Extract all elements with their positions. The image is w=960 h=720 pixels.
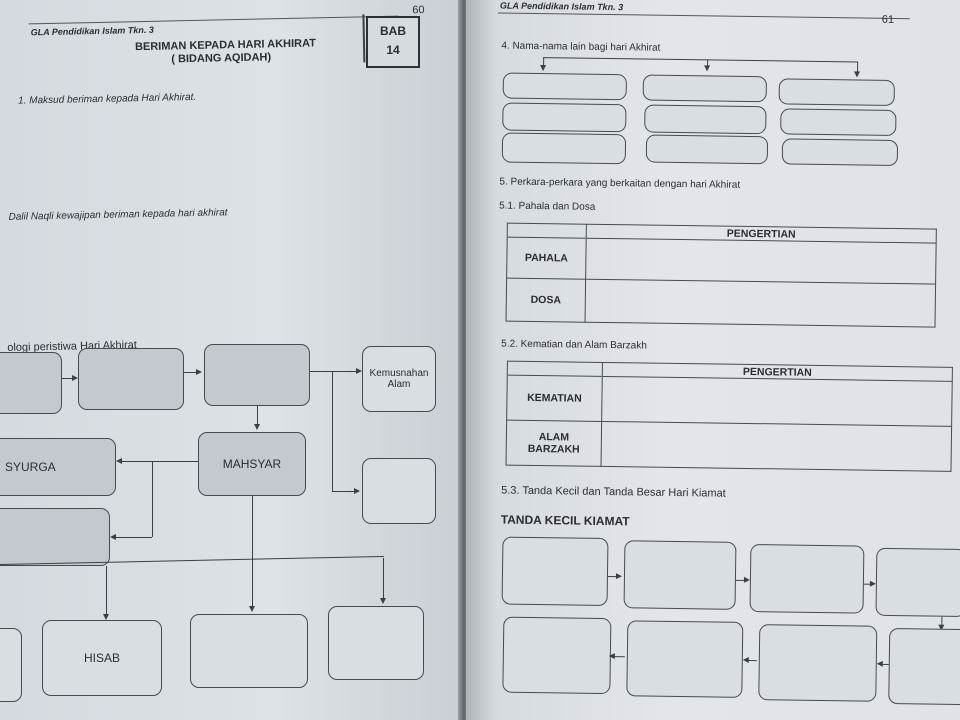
right-page: GLA Pendidikan Islam Tkn. 3 61 4. Nama-n… — [466, 0, 960, 720]
arrow-right-icon — [356, 368, 362, 374]
arrow-right-icon — [354, 488, 360, 494]
name-box-2[interactable] — [642, 74, 767, 103]
flow-connector — [257, 406, 259, 428]
name-box-9[interactable] — [781, 138, 899, 167]
hisab-label: HISAB — [83, 651, 120, 665]
arrow-down-icon — [103, 614, 109, 620]
arrow-left-icon — [876, 660, 883, 667]
flow-connector — [62, 378, 74, 380]
flow-connector — [383, 558, 385, 600]
flow-connector — [120, 461, 198, 463]
arrow-left-icon — [116, 458, 122, 464]
flow-connector — [184, 372, 198, 374]
row-label-pahala: PAHALA — [506, 237, 587, 280]
name-box-6[interactable] — [780, 108, 897, 137]
name-box-3[interactable] — [778, 78, 895, 106]
syurga-label: SYURGA — [5, 460, 56, 474]
row-label-alam-barzakh: ALAM BARZAKH — [506, 420, 602, 467]
row-label-kematian: KEMATIAN — [506, 375, 603, 422]
question-4: 4. Nama-nama lain bagi hari Akhirat — [501, 40, 661, 54]
answer-cell[interactable] — [601, 421, 952, 472]
tanda-box-6[interactable] — [758, 624, 878, 702]
kemusnahan-label: Kemusnahan Alam — [369, 368, 429, 390]
answer-cell[interactable] — [585, 279, 936, 328]
tanda-box-1[interactable] — [501, 536, 609, 607]
arrow-right-icon — [196, 369, 202, 375]
arrow-right-icon — [72, 375, 78, 381]
tanda-kecil-heading: TANDA KECIL KIAMAT — [500, 512, 630, 529]
arrow-left-icon — [608, 653, 615, 660]
bab-box: BAB 14 — [366, 16, 420, 68]
flow-box-3[interactable] — [204, 344, 310, 406]
name-box-7[interactable] — [501, 132, 627, 165]
answer-cell[interactable] — [585, 238, 937, 285]
flow-connector — [252, 496, 254, 608]
right-page-number: 61 — [881, 13, 895, 26]
flow-box-mahsyar[interactable]: MAHSYAR — [198, 432, 306, 496]
flow-connector — [152, 461, 154, 537]
flow-connector — [114, 537, 152, 539]
kematian-barzakh-table: PENGERTIAN KEMATIAN ALAM BARZAKH — [506, 361, 953, 472]
question-1: 1. Maksud beriman kepada Hari Akhirat. — [18, 91, 197, 107]
mahsyar-label: MAHSYAR — [222, 457, 282, 471]
flow-box-bottom-4[interactable] — [328, 606, 424, 680]
tanda-box-2[interactable] — [623, 540, 737, 610]
header-rule — [497, 12, 910, 20]
arrow-down-icon — [254, 424, 260, 430]
flow-box-1[interactable] — [0, 352, 62, 414]
flow-connector — [310, 371, 358, 373]
question-2: Dalil Naqli kewajipan beriman kepada har… — [8, 207, 228, 223]
flow-connector — [735, 579, 744, 582]
flow-box-bottom-3[interactable] — [190, 614, 308, 688]
flow-box-empty-right[interactable] — [362, 458, 436, 524]
flow-box-kemusnahan[interactable]: Kemusnahan Alam — [362, 346, 436, 412]
flow-box-bottom-1[interactable] — [0, 628, 22, 702]
arrow-down-icon — [853, 71, 861, 78]
arrow-left-icon — [742, 656, 749, 664]
bab-number: 14 — [386, 43, 400, 57]
tanda-box-8[interactable] — [502, 616, 612, 695]
flow-box-neraka[interactable] — [0, 508, 110, 566]
arrow-down-icon — [540, 65, 547, 72]
flow-box-2[interactable] — [78, 348, 184, 410]
right-page-header: GLA Pendidikan Islam Tkn. 3 — [499, 0, 624, 13]
flow-box-hisab[interactable]: HISAB — [42, 620, 162, 696]
tanda-box-4[interactable] — [875, 547, 960, 618]
question-5-3: 5.3. Tanda Kecil dan Tanda Besar Hari Ki… — [501, 484, 726, 500]
flow-connector — [332, 491, 356, 493]
flow-connector — [106, 566, 108, 616]
arrow-down-icon — [704, 65, 711, 72]
left-page: GLA Pendidikan Islam Tkn. 3 60 BERIMAN K… — [0, 0, 462, 720]
pahala-dosa-table: PENGERTIAN PAHALA DOSA — [506, 223, 937, 328]
name-box-4[interactable] — [502, 102, 627, 133]
tanda-box-3[interactable] — [749, 544, 865, 614]
title-divider — [362, 14, 366, 63]
name-box-1[interactable] — [502, 72, 627, 101]
answer-cell[interactable] — [601, 376, 953, 427]
names-bracket — [543, 57, 858, 63]
tanda-box-7[interactable] — [626, 620, 744, 698]
flow-box-syurga[interactable]: SYURGA — [0, 438, 116, 496]
name-box-8[interactable] — [645, 134, 769, 165]
question-5-1: 5.1. Pahala dan Dosa — [499, 200, 596, 213]
chapter-title: BERIMAN KEPADA HARI AKHIRAT — [134, 37, 316, 54]
flow-connector — [332, 371, 334, 491]
header-rule — [28, 15, 399, 25]
left-page-number: 60 — [412, 4, 425, 17]
left-page-header: GLA Pendidikan Islam Tkn. 3 — [30, 24, 154, 38]
name-box-5[interactable] — [644, 104, 767, 135]
chapter-subtitle: ( BIDANG AQIDAH) — [171, 51, 272, 66]
arrow-down-icon — [249, 606, 255, 612]
arrow-right-icon — [615, 573, 623, 580]
question-5-2: 5.2. Kematian dan Alam Barzakh — [501, 338, 647, 352]
arrow-down-icon — [380, 598, 386, 604]
row-label-dosa: DOSA — [506, 278, 586, 323]
arrow-left-icon — [110, 534, 116, 540]
bab-label: BAB — [380, 24, 406, 38]
tanda-box-5[interactable] — [888, 627, 960, 706]
question-5: 5. Perkara-perkara yang berkaitan dengan… — [499, 176, 741, 191]
